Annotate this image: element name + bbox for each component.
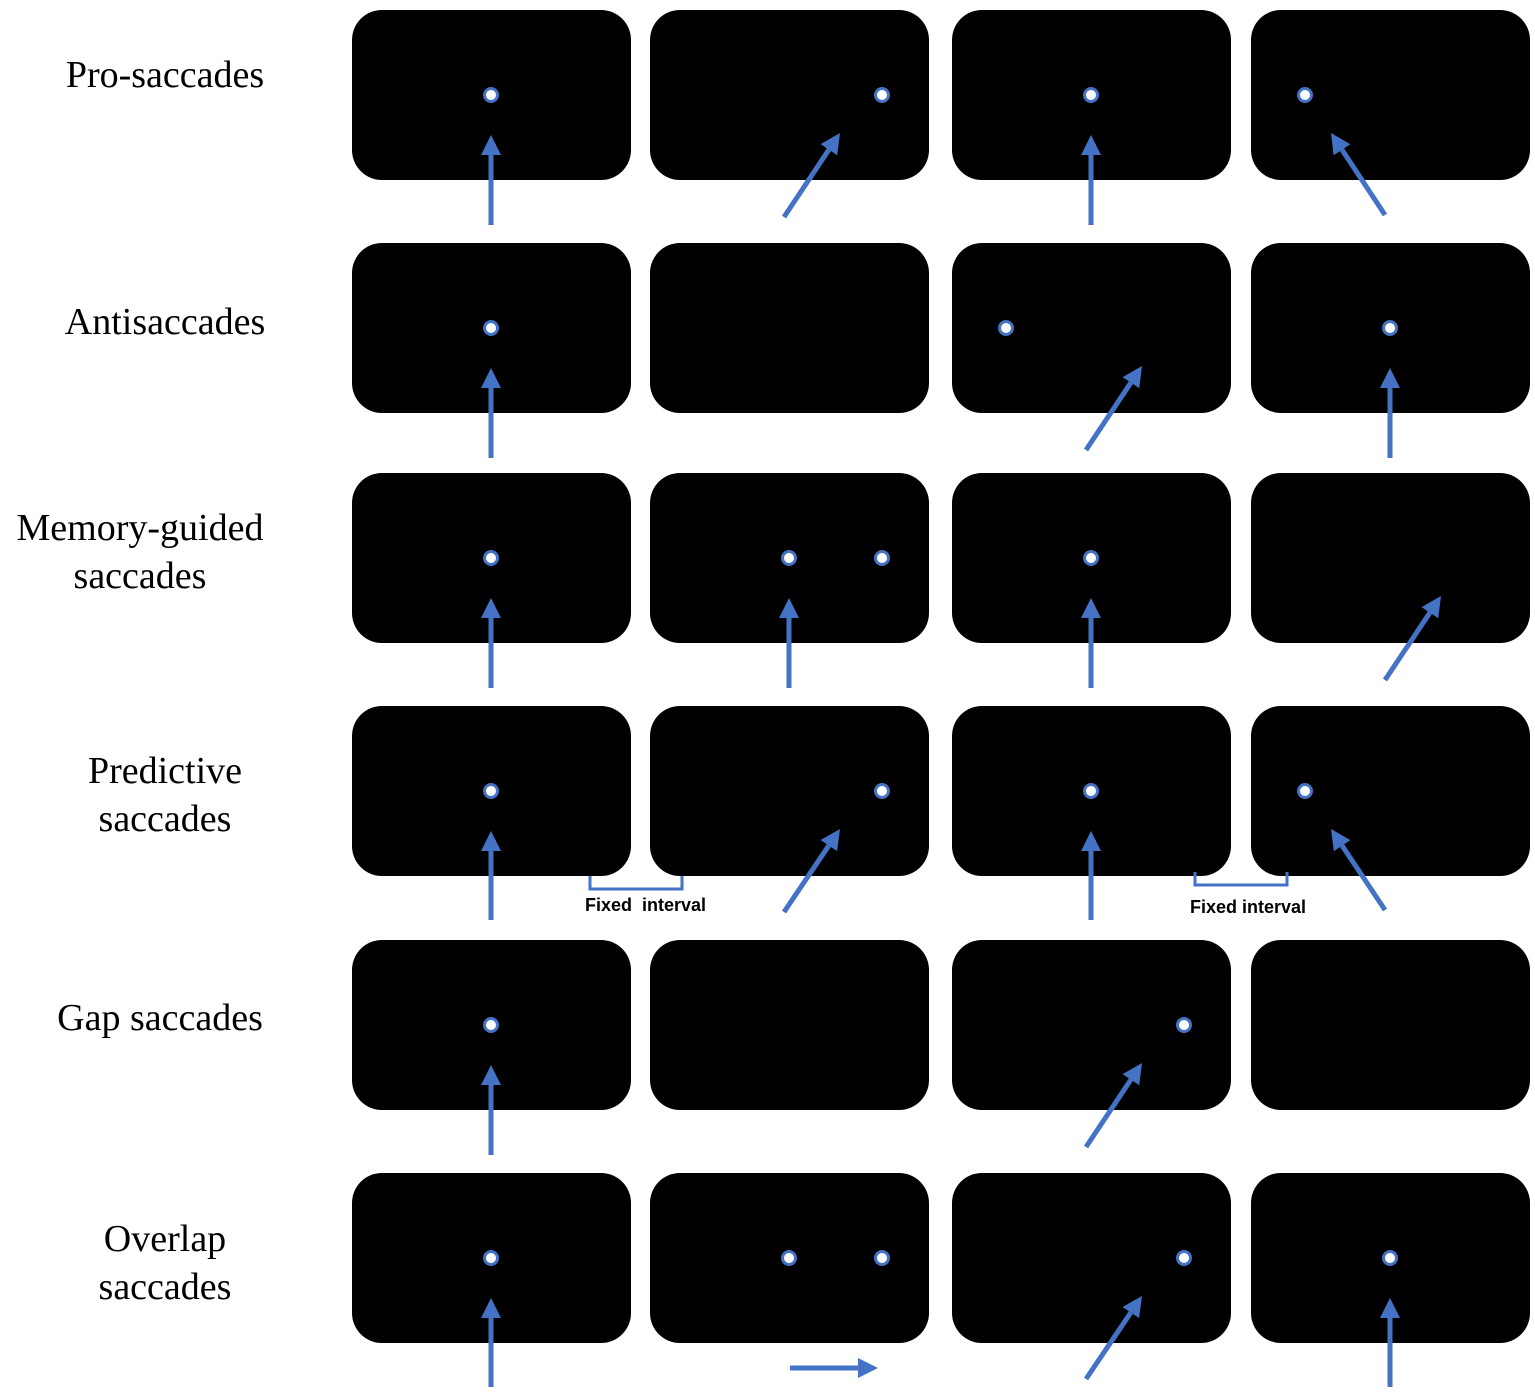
target-dot-center-r1-c3 (1083, 87, 1099, 103)
fixed-interval-bracket-left (588, 876, 684, 891)
target-dot-right-r1-c2 (874, 87, 890, 103)
gaze-arrow-r4-c4-head (1331, 829, 1351, 852)
gaze-arrow-r1-c3-head (1081, 135, 1101, 155)
gaze-arrow-r4-c2 (781, 829, 840, 914)
gaze-arrow-r1-c4-head (1331, 133, 1351, 156)
gaze-arrow-r5-c1-head (481, 1065, 501, 1085)
screen-panel-r4-c4 (1251, 706, 1530, 876)
gaze-arrow-r4-c4-shaft (1340, 844, 1388, 912)
gaze-arrow-r4-c3 (1081, 831, 1101, 920)
screen-panel-r6-c3 (952, 1173, 1231, 1343)
target-dot-right-r5-c3 (1176, 1017, 1192, 1033)
gaze-arrow-r4-c1 (481, 831, 501, 920)
gaze-arrow-r4-c3-head (1081, 831, 1101, 851)
screen-panel-r2-c3 (952, 243, 1231, 413)
target-dot-center-r6-c1 (483, 1250, 499, 1266)
gaze-arrow-r1-c1-head (481, 135, 501, 155)
gaze-arrow-r2-c4-head (1380, 368, 1400, 388)
gaze-arrow-r2-c1 (481, 368, 501, 458)
gaze-arrow-r3-c4 (1382, 596, 1441, 682)
row-label-gap-saccades: Gap saccades (57, 997, 263, 1039)
gaze-arrow-r6-c3-head (1122, 1296, 1142, 1319)
gaze-arrow-r3-c1-head (481, 598, 501, 618)
gaze-arrow-r5-c3-shaft (1083, 1078, 1133, 1149)
gaze-arrow-r6-c2-head (858, 1358, 878, 1378)
gaze-arrow-r6-c3 (1083, 1296, 1142, 1381)
gaze-arrow-r6-c4-head (1380, 1298, 1400, 1318)
gaze-arrow-r1-c4 (1331, 133, 1388, 217)
gaze-arrow-r1-c2 (781, 133, 840, 219)
gaze-arrow-r4-c2-head (820, 829, 840, 852)
target-dot-center-r3-c3 (1083, 550, 1099, 566)
target-dot-left-r1-c4 (1297, 87, 1313, 103)
row-label-pro-saccades: Pro-saccades (65, 54, 265, 96)
row-label-overlap-saccades: Overlap saccades (98, 1218, 232, 1308)
target-dot-center-r4-c3 (1083, 783, 1099, 799)
screen-panel-r2-c2 (650, 243, 929, 413)
gaze-arrow-r3-c1 (481, 598, 501, 688)
gaze-arrow-r3-c2 (779, 598, 799, 688)
screen-panel-r5-c3 (952, 940, 1231, 1110)
screen-panel-r4-c2 (650, 706, 929, 876)
gaze-arrow-r6-c1 (481, 1298, 501, 1387)
gaze-arrow-r6-c4 (1380, 1298, 1400, 1387)
gaze-arrow-r3-c2-head (779, 598, 799, 618)
target-dot-right-r6-c2 (874, 1250, 890, 1266)
fixed-interval-bracket-right (1193, 872, 1289, 887)
target-dot-center-r1-c1 (483, 87, 499, 103)
screen-panel-r1-c2 (650, 10, 929, 180)
screen-panel-r5-c4 (1251, 940, 1530, 1110)
gaze-arrow-r1-c2-shaft (781, 148, 831, 219)
target-dot-center-r2-c4 (1382, 320, 1398, 336)
fixed-interval-label-left: Fixed interval (585, 895, 707, 915)
gaze-arrow-r6-c3-shaft (1083, 1311, 1133, 1381)
gaze-arrow-r5-c1 (481, 1065, 501, 1155)
target-dot-left-r2-c3 (998, 320, 1014, 336)
gaze-arrow-r3-c3 (1081, 598, 1101, 688)
gaze-arrow-r2-c4 (1380, 368, 1400, 458)
gaze-arrow-r2-c1-head (481, 368, 501, 388)
target-dot-center-r2-c1 (483, 320, 499, 336)
target-dot-center-r6-c4 (1382, 1250, 1398, 1266)
gaze-arrow-r1-c1 (481, 135, 501, 225)
target-dot-left-r4-c4 (1297, 783, 1313, 799)
gaze-arrow-r1-c4-shaft (1339, 148, 1388, 217)
target-dot-center-r3-c2 (781, 550, 797, 566)
gaze-arrow-r2-c3-shaft (1083, 381, 1133, 452)
gaze-arrow-r6-c2 (790, 1358, 878, 1378)
screen-panel-r5-c2 (650, 940, 929, 1110)
gaze-arrow-r4-c4 (1331, 829, 1388, 912)
target-dot-center-r6-c2 (781, 1250, 797, 1266)
gaze-arrow-r3-c3-head (1081, 598, 1101, 618)
target-dot-right-r6-c3 (1176, 1250, 1192, 1266)
target-dot-center-r3-c1 (483, 550, 499, 566)
gaze-arrow-r4-c1-head (481, 831, 501, 851)
gaze-arrow-r1-c2-head (820, 133, 840, 156)
gaze-arrow-r3-c4-shaft (1382, 611, 1432, 682)
row-label-memory-guided-saccades: Memory-guided saccades (16, 507, 264, 597)
screen-panel-r1-c4 (1251, 10, 1530, 180)
gaze-arrow-r3-c4-head (1421, 596, 1441, 619)
target-dot-center-r5-c1 (483, 1017, 499, 1033)
gaze-arrow-r2-c3-head (1122, 366, 1142, 389)
gaze-arrow-r5-c3-head (1122, 1063, 1142, 1086)
row-label-antisaccades: Antisaccades (64, 301, 266, 343)
screen-panel-r3-c4 (1251, 473, 1530, 643)
gaze-arrow-r6-c1-head (481, 1298, 501, 1318)
fixed-interval-label-right: Fixed interval (1190, 897, 1307, 917)
row-label-predictive-saccades: Predictive saccades (87, 750, 243, 840)
target-dot-right-r3-c2 (874, 550, 890, 566)
gaze-arrow-r5-c3 (1083, 1063, 1142, 1149)
target-dot-center-r4-c1 (483, 783, 499, 799)
target-dot-right-r4-c2 (874, 783, 890, 799)
gaze-arrow-r4-c2-shaft (781, 844, 831, 914)
gaze-arrow-r1-c3 (1081, 135, 1101, 225)
gaze-arrow-r2-c3 (1083, 366, 1142, 452)
